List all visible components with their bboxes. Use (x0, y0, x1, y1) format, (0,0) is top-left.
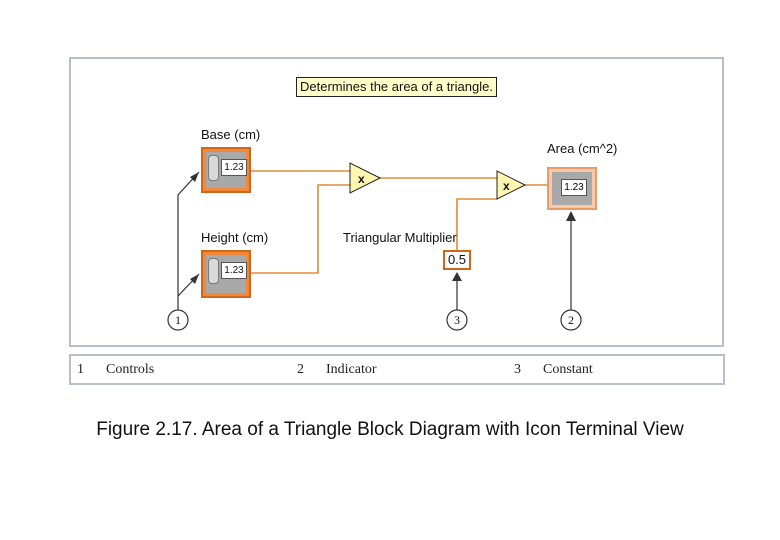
height-control[interactable]: 1.23 (201, 250, 251, 298)
height-spin-icon (208, 258, 219, 284)
multiplier-constant[interactable]: 0.5 (443, 250, 471, 270)
base-control[interactable]: 1.23 (201, 147, 251, 193)
legend-num-1: 1 (77, 362, 84, 377)
legend-table: 1 Controls 2 Indicator 3 Constant (69, 354, 725, 385)
wire-height (251, 184, 350, 274)
callout-circle-1 (167, 309, 189, 331)
multiply-symbol-1: x (358, 172, 365, 186)
callout-circle-2 (560, 309, 582, 331)
arrowhead-base (190, 172, 199, 182)
height-label: Height (cm) (201, 230, 269, 245)
callout-line-1a (177, 171, 200, 310)
callout-num-1: 1 (175, 313, 181, 327)
multiply-node-2 (496, 170, 527, 200)
arrowhead-indicator (566, 211, 576, 221)
multiplier-label: Triangular Multiplier (343, 230, 457, 245)
legend-num-2: 2 (297, 362, 304, 377)
multiply-symbol-2: x (503, 179, 510, 193)
figure-caption: Figure 2.17. Area of a Triangle Block Di… (96, 419, 684, 440)
comment-box: Determines the area of a triangle. (296, 77, 497, 97)
callout-num-3: 3 (454, 313, 460, 327)
legend-text-3: Constant (543, 362, 593, 377)
base-spin-icon (208, 155, 219, 181)
base-value: 1.23 (221, 159, 247, 176)
height-value: 1.23 (221, 262, 247, 279)
area-indicator[interactable]: 1.23 (547, 167, 597, 210)
area-label: Area (cm^2) (547, 141, 618, 156)
area-value: 1.23 (561, 179, 587, 196)
legend-text-1: Controls (106, 362, 155, 377)
legend-num-3: 3 (514, 362, 521, 377)
wire-multiplier (456, 198, 497, 250)
base-label: Base (cm) (201, 127, 261, 142)
arrowhead-constant (452, 272, 462, 281)
callout-num-2: 2 (568, 313, 574, 327)
arrowhead-height (190, 274, 199, 284)
callout-circle-3 (446, 309, 468, 331)
multiply-node-1 (349, 162, 382, 194)
legend-text-2: Indicator (326, 362, 377, 377)
